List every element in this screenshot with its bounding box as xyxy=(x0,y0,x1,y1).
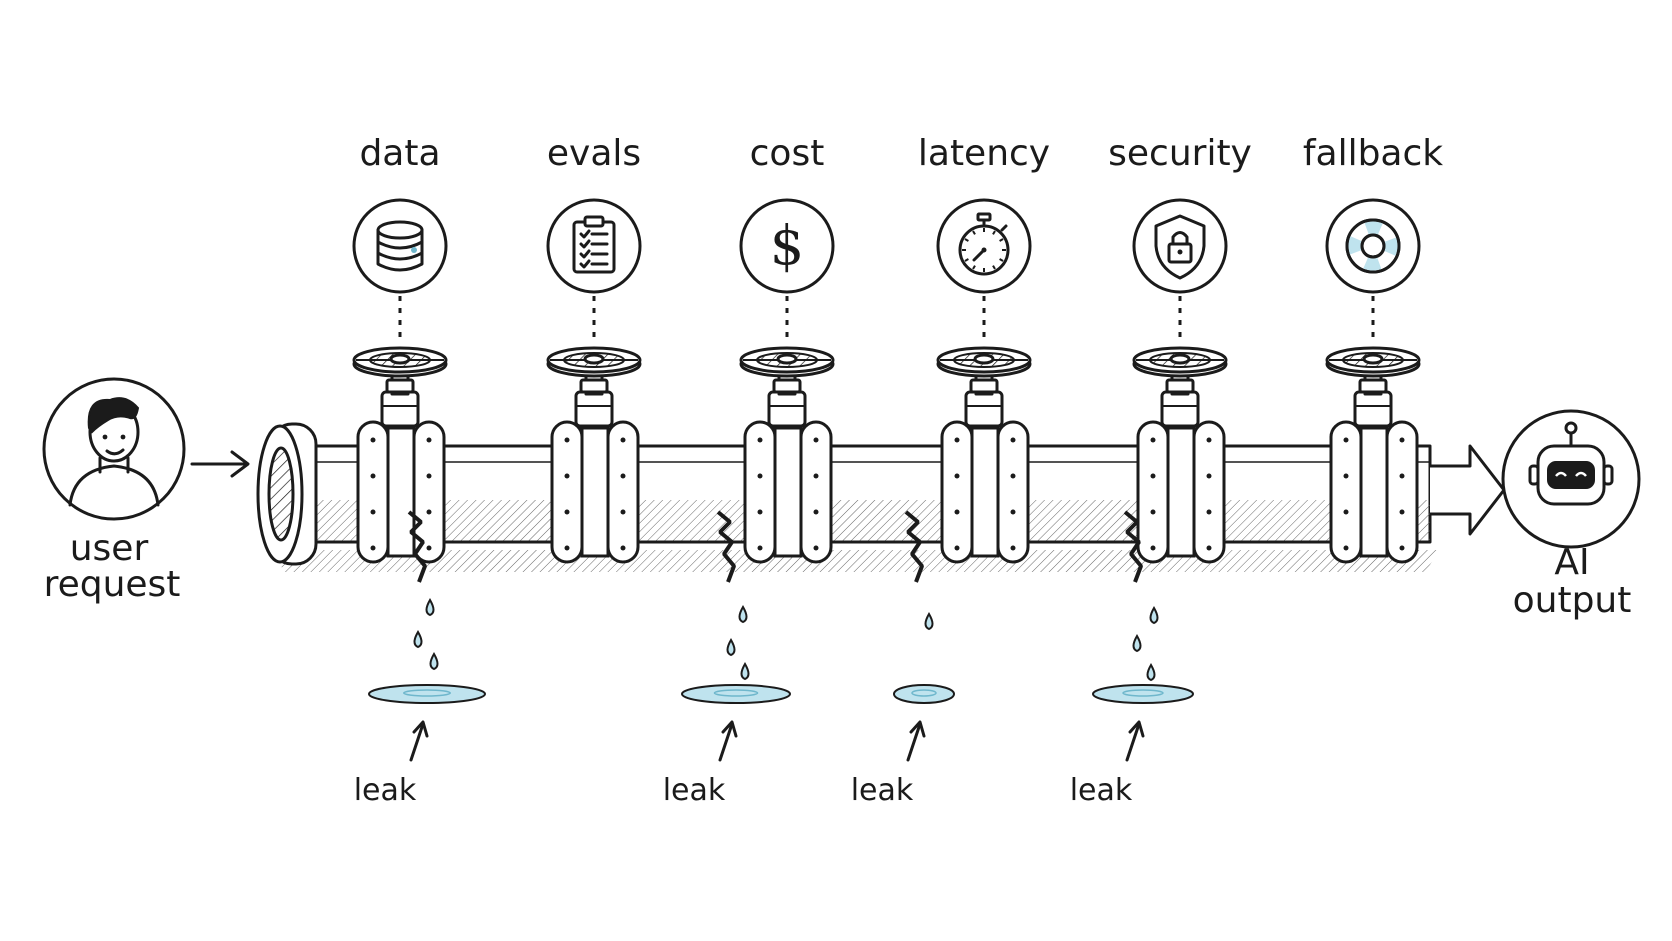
puddle xyxy=(681,684,791,704)
puddle xyxy=(893,684,955,704)
svg-text:$: $ xyxy=(770,214,804,277)
leak-marker: leak xyxy=(663,510,791,808)
water-drop xyxy=(429,652,439,671)
output-label-line2: output xyxy=(1513,580,1632,621)
clipboard-checklist-icon xyxy=(546,198,642,294)
water-drop xyxy=(738,605,748,624)
inlet-flange xyxy=(256,422,318,566)
pipe xyxy=(298,444,1432,544)
valve-evals xyxy=(546,346,642,564)
stopwatch-icon xyxy=(936,198,1032,294)
output-label-line1: AI xyxy=(1554,542,1589,583)
valves-layer xyxy=(352,346,1421,564)
valve-fallback xyxy=(1325,346,1421,564)
shield-lock-icon xyxy=(1132,198,1228,294)
stage-label-evals: evals xyxy=(547,133,641,174)
stage-label-latency: latency xyxy=(918,133,1050,174)
leak-label: leak xyxy=(354,773,417,808)
crack xyxy=(1123,510,1143,583)
input-arrow xyxy=(190,450,250,478)
valve-data xyxy=(352,346,448,564)
database-icon xyxy=(352,198,448,294)
leak-marker: leak xyxy=(851,510,955,808)
pipe-shadow xyxy=(270,550,1440,572)
leak-marker: leak xyxy=(1070,510,1194,808)
water-drop xyxy=(1149,606,1159,625)
water-drop xyxy=(413,630,423,649)
stage-label-cost: cost xyxy=(750,133,825,174)
output-arrow xyxy=(1430,444,1506,536)
leak-label: leak xyxy=(1070,773,1133,808)
input-label-line2: request xyxy=(44,564,181,605)
user-node: user request xyxy=(42,377,186,605)
icons-layer: data evals cost $ latency security fallback xyxy=(352,133,1443,342)
crack xyxy=(407,510,427,583)
user-avatar-icon xyxy=(68,397,160,507)
water-drop xyxy=(1146,663,1156,682)
valve-cost xyxy=(739,346,835,564)
puddle xyxy=(368,684,486,704)
stage-label-security: security xyxy=(1108,133,1252,174)
valve-latency xyxy=(936,346,1032,564)
puddle xyxy=(1092,684,1194,704)
input-label-line1: user xyxy=(70,528,149,569)
stage-label-fallback: fallback xyxy=(1303,133,1443,174)
robot-node: AI output xyxy=(1501,409,1641,621)
leak-label: leak xyxy=(851,773,914,808)
water-drop xyxy=(740,662,750,681)
crack xyxy=(716,510,736,583)
crack xyxy=(904,510,924,583)
water-drop xyxy=(924,612,934,631)
water-drop xyxy=(425,598,435,617)
leaks-layer: leak leak leak leak xyxy=(354,510,1194,808)
robot-icon xyxy=(1528,421,1614,506)
stage-label-data: data xyxy=(359,133,440,174)
leak-marker: leak xyxy=(354,510,486,808)
water-drop xyxy=(1132,634,1142,653)
water-drop xyxy=(726,638,736,657)
leak-label: leak xyxy=(663,773,726,808)
lifebuoy-icon xyxy=(1325,198,1421,294)
valve-security xyxy=(1132,346,1228,564)
dollar-icon: $ xyxy=(739,198,835,294)
